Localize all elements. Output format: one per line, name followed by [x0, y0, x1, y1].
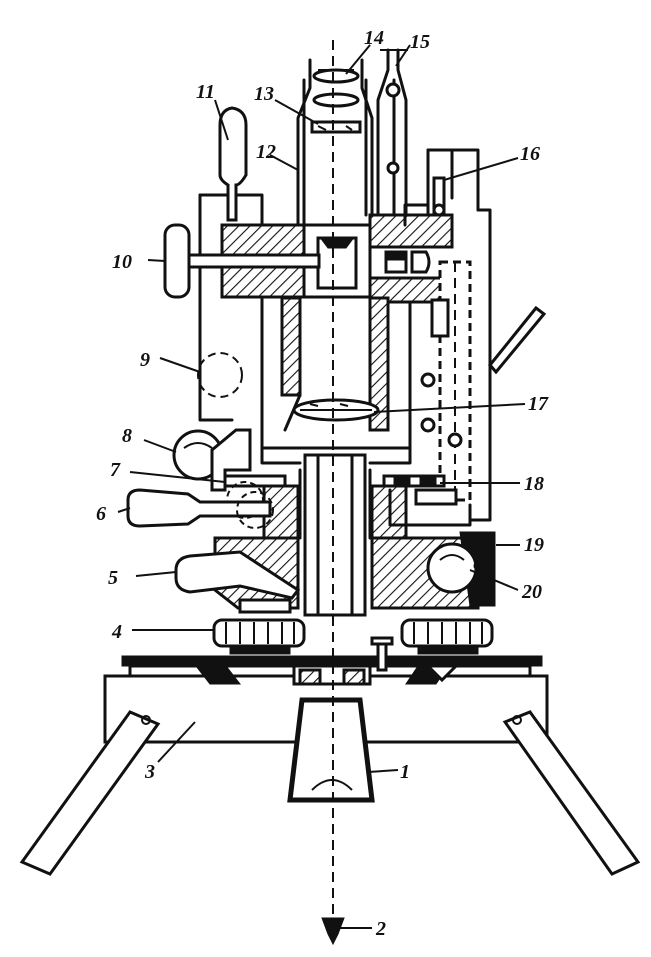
telescope-lower-body [280, 296, 390, 432]
callout-5: 5 [108, 567, 118, 589]
tripod-leg-left [19, 710, 161, 876]
callout-11: 11 [196, 81, 215, 103]
callout-6: 6 [96, 503, 106, 525]
callout-1: 1 [400, 761, 410, 783]
circle-reading-optics [384, 250, 472, 527]
objective-lens [292, 398, 380, 422]
callout-20: 20 [521, 581, 542, 603]
callout-3: 3 [144, 761, 155, 783]
callout-12: 12 [256, 141, 276, 163]
leader-lines [117, 44, 526, 929]
callout-19: 19 [524, 534, 544, 556]
foot-screw-right [400, 618, 494, 683]
callout-14: 14 [364, 27, 384, 49]
tripod-leg-right [502, 710, 641, 876]
callout-13: 13 [254, 83, 274, 105]
focusing-knob-10 [163, 223, 321, 299]
foot-screw-left [212, 618, 306, 655]
callout-7: 7 [110, 459, 121, 481]
prism-level-train [403, 148, 480, 227]
alidade-housing [198, 148, 492, 522]
callout-17: 17 [528, 393, 549, 415]
plumb-bob [321, 917, 345, 946]
eyepiece-lenses [312, 68, 360, 108]
callout-4: 4 [111, 621, 122, 643]
vertical-spindle [303, 453, 367, 617]
callout-9: 9 [140, 349, 150, 371]
tangent-screw-6 [126, 488, 274, 529]
clamp-lever-7 [210, 428, 264, 519]
reticle-plate [310, 120, 362, 134]
callout-18: 18 [524, 473, 544, 495]
callout-15: 15 [410, 31, 430, 53]
knob-9-dashed [197, 352, 243, 398]
knob-19-20 [426, 542, 483, 594]
callout-8: 8 [122, 425, 132, 447]
lever-5 [174, 550, 301, 600]
telescope-tube [296, 58, 374, 227]
callout-16: 16 [520, 143, 540, 165]
horizontal-circle [223, 468, 446, 540]
focusing-lens-cell [316, 236, 358, 290]
reading-microscope-tube [376, 48, 408, 217]
centering-cone [287, 697, 375, 803]
callout-labels: 1 2 3 4 5 6 7 8 9 10 11 12 13 14 15 16 1… [96, 27, 549, 940]
callout-10: 10 [112, 251, 132, 273]
handle-rod-right [488, 305, 547, 375]
callout-2: 2 [375, 918, 386, 940]
